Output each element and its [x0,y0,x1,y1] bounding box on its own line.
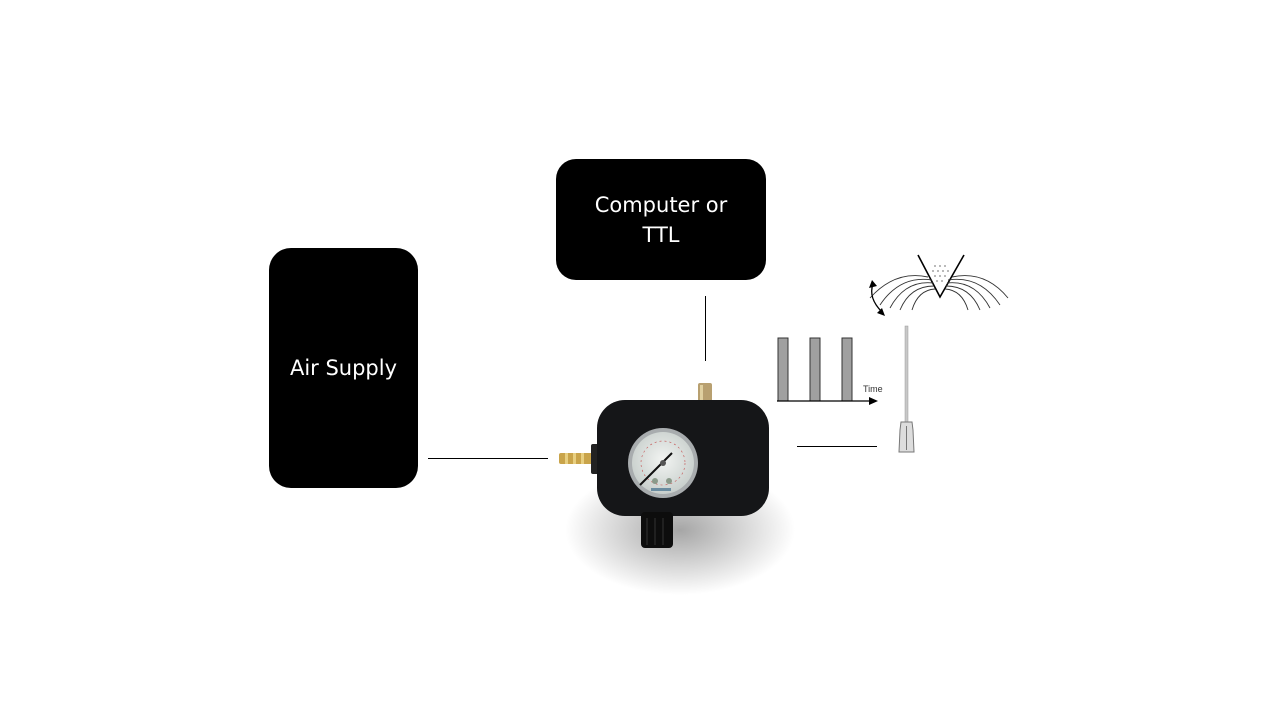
computer-ttl-box: Computer or TTL [556,159,766,280]
time-axis-label: Time [863,384,883,394]
computer-label-line2: TTL [642,222,680,247]
air-supply-box: Air Supply [269,248,418,488]
air-to-valve-connector [428,458,548,459]
air-supply-label: Air Supply [289,356,398,380]
valve-device-icon [559,383,795,595]
needle-icon [898,325,915,453]
valve-to-needle-connector [797,446,877,447]
computer-label-line1: Computer or [594,192,728,217]
whisker-pad-icon [869,254,1009,316]
pulse-train-icon: Time [777,337,883,405]
computer-to-valve-connector [705,296,706,361]
